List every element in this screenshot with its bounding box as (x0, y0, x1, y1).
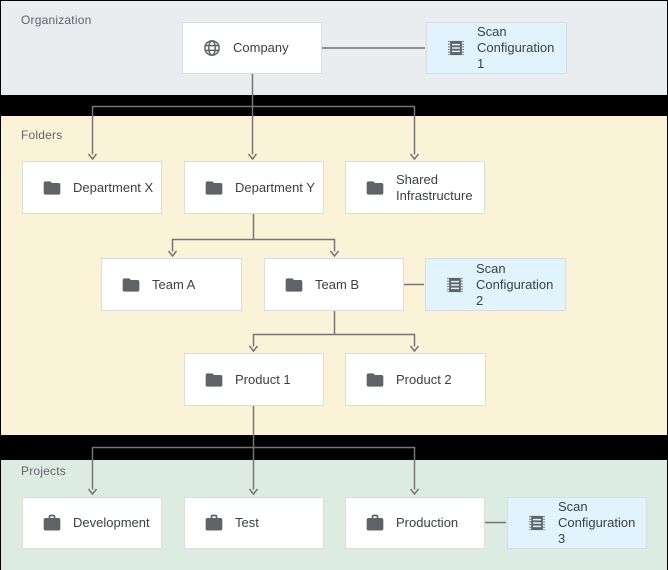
node-development: Development (22, 497, 162, 549)
node-scan-configuration-1: Scan Configuration 1 (426, 22, 567, 74)
organization-section-label: Organization (21, 13, 92, 27)
folder-icon (121, 275, 141, 295)
node-label: Team B (315, 276, 360, 292)
receipt-icon (446, 38, 466, 58)
receipt-icon (527, 513, 547, 533)
node-label: Team A (152, 276, 196, 292)
node-production: Production (345, 497, 485, 549)
separator-band-2 (1, 435, 667, 460)
node-department-y: Department Y (184, 161, 324, 214)
node-label: Shared Infrastructure (396, 171, 473, 203)
node-scan-configuration-2: Scan Configuration 2 (425, 258, 566, 311)
node-label: Company (233, 40, 289, 55)
folder-icon (42, 178, 62, 198)
node-label: Department Y (235, 179, 315, 195)
node-shared-infrastructure: Shared Infrastructure (345, 161, 485, 214)
node-label: Product 2 (396, 371, 452, 387)
folder-icon (204, 370, 224, 390)
node-team-b: Team B (264, 258, 404, 311)
node-label: Product 1 (235, 371, 291, 387)
node-scan-configuration-3: Scan Configuration 3 (507, 497, 647, 549)
node-product-2: Product 2 (345, 353, 486, 406)
organization-section (1, 1, 667, 95)
folders-section-label: Folders (21, 128, 63, 142)
node-company: Company (182, 22, 322, 74)
separator-band-1 (1, 95, 667, 116)
folder-icon (204, 178, 224, 198)
projects-section-label: Projects (21, 464, 66, 478)
node-product-1: Product 1 (184, 353, 324, 406)
node-label: Development (73, 515, 150, 530)
briefcase-icon (42, 513, 62, 533)
node-label: Scan Configuration 1 (477, 24, 555, 71)
folder-icon (365, 370, 385, 390)
folder-icon (365, 178, 385, 198)
node-department-x: Department X (22, 161, 162, 214)
node-label: Scan Configuration 2 (476, 260, 554, 308)
node-label: Test (235, 515, 259, 530)
node-test: Test (184, 497, 324, 549)
node-label: Department X (73, 179, 154, 195)
node-label: Production (396, 515, 459, 530)
node-label: Scan Configuration 3 (558, 499, 636, 546)
briefcase-icon (365, 513, 385, 533)
briefcase-icon (204, 513, 224, 533)
node-team-a: Team A (101, 258, 242, 311)
receipt-icon (445, 275, 465, 295)
folder-icon (284, 275, 304, 295)
globe-icon (202, 38, 222, 58)
